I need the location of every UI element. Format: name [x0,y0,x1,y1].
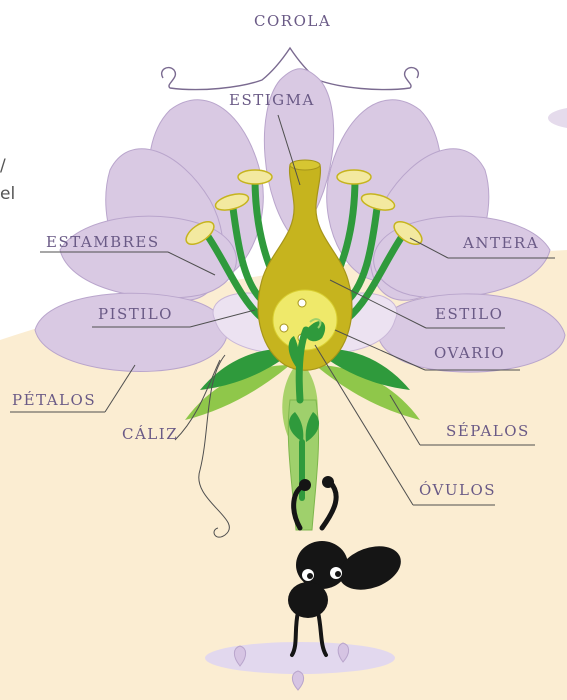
label-antera: ANTERA [463,236,539,251]
label-ovario: OVARIO [434,346,505,361]
label-pistilo: PISTILO [98,307,173,322]
label-caliz: CÁLIZ [122,427,178,442]
label-estigma: ESTIGMA [229,93,315,108]
side-blob [548,106,567,130]
label-sepalos: SÉPALOS [446,424,530,439]
text-fragment-el: el [0,186,15,203]
text-fragment-slash: / [0,158,6,175]
label-estambres: ESTAMBRES [46,235,160,250]
label-corola: COROLA [254,14,331,29]
label-petalos: PÉTALOS [12,393,96,408]
ground-shadow [205,642,395,674]
label-ovulos: ÓVULOS [419,483,496,498]
label-estilo: ESTILO [435,307,503,322]
